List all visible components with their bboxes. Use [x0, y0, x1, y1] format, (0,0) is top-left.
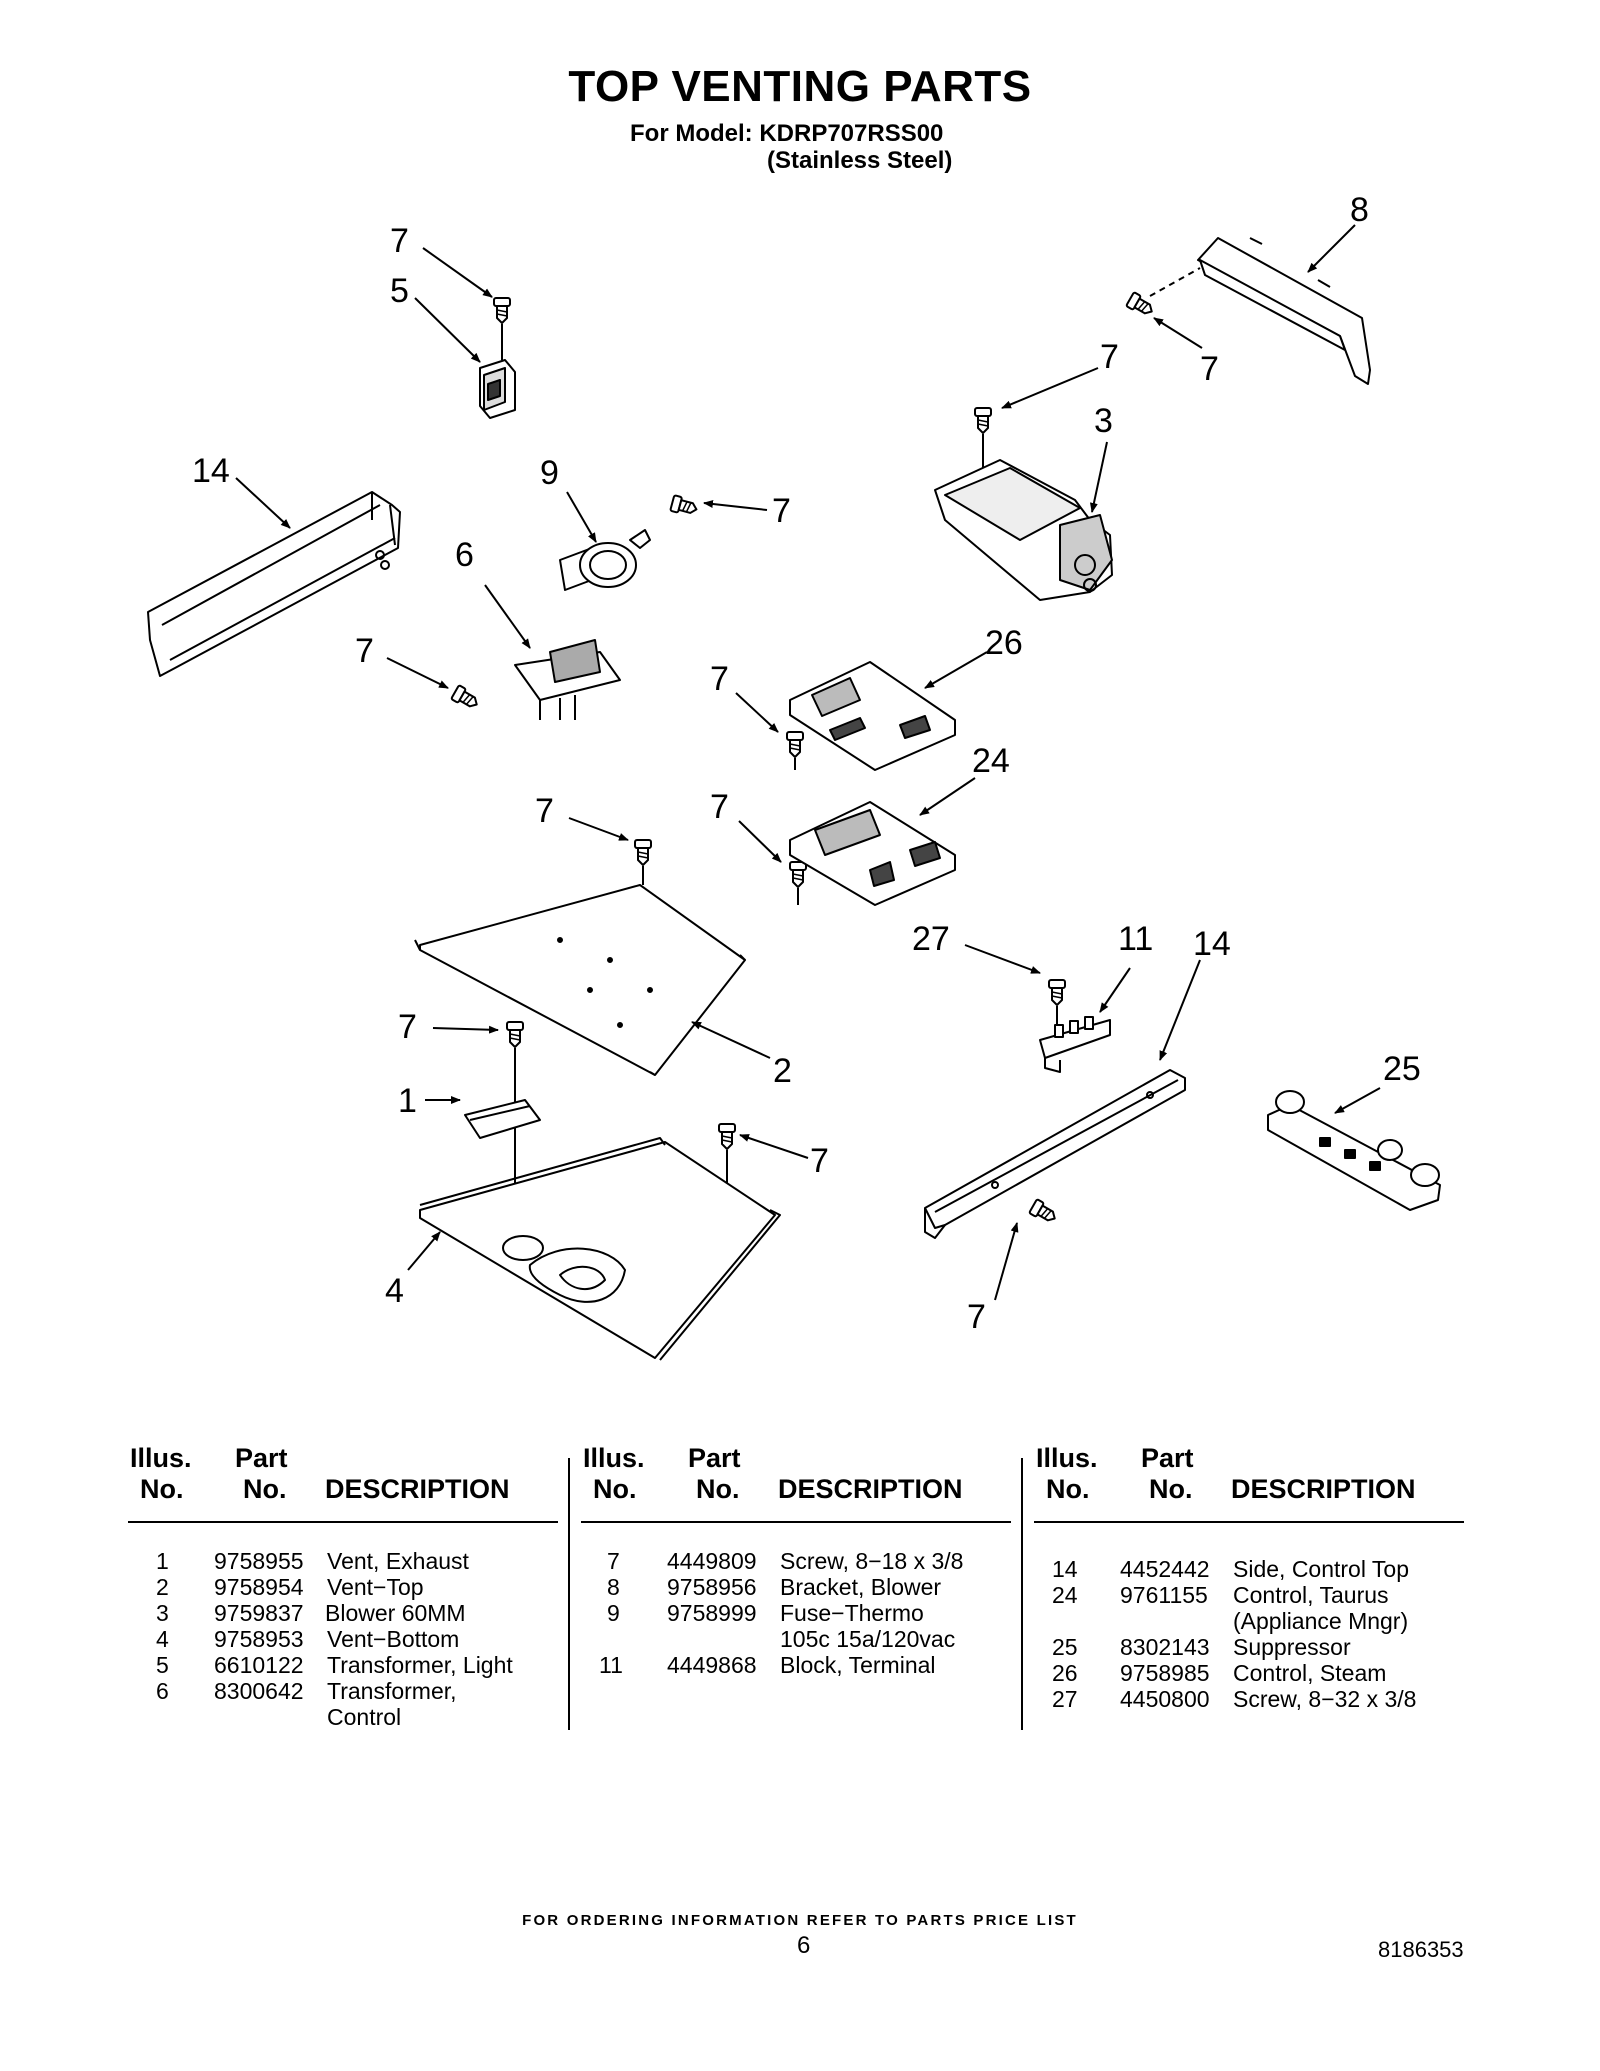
callout-label: 24 — [972, 742, 1010, 780]
callout-label: 7 — [772, 492, 791, 530]
callout-label: 2 — [773, 1052, 792, 1090]
transformer-light-part — [479, 297, 516, 419]
header-illus: Illus. No. — [583, 1443, 645, 1504]
terminal-block-part — [1039, 979, 1111, 1073]
transformer-control-part — [450, 639, 621, 720]
callout-label: 1 — [398, 1082, 417, 1120]
header-part: Part No. — [1141, 1443, 1194, 1504]
callout-label: 26 — [985, 624, 1023, 662]
callout-label: 5 — [390, 272, 409, 310]
header-description: DESCRIPTION — [1231, 1474, 1416, 1504]
blower-bracket-part — [1125, 237, 1371, 385]
blower-60mm-part — [934, 407, 1113, 601]
vent-bottom-part — [419, 1123, 781, 1361]
header-rule — [128, 1521, 558, 1523]
callout-label: 11 — [1118, 920, 1153, 958]
callout-label: 7 — [355, 632, 374, 670]
finish-line: (Stainless Steel) — [767, 147, 953, 174]
suppressor-part — [1267, 1090, 1441, 1211]
callout-label: 7 — [1100, 338, 1119, 376]
callout-arrows — [235, 224, 1381, 1301]
callout-labels: 7 5 8 7 7 14 9 7 3 6 7 26 7 24 7 7 27 11… — [192, 191, 1421, 1336]
header-part: Part No. — [235, 1443, 288, 1504]
callout-label: 7 — [398, 1008, 417, 1046]
callout-label: 25 — [1383, 1050, 1421, 1088]
page-number: 6 — [797, 1932, 811, 1959]
header-rule — [1034, 1521, 1464, 1523]
steam-control-board-part — [786, 661, 956, 771]
model-line: For Model: KDRP707RSS00 — [630, 120, 944, 147]
callout-label: 7 — [535, 792, 554, 830]
ordering-note: FOR ORDERING INFORMATION REFER TO PARTS … — [522, 1912, 1078, 1929]
callout-label: 7 — [810, 1142, 829, 1180]
callout-label: 14 — [192, 452, 230, 490]
callout-label: 3 — [1094, 402, 1113, 440]
callout-label: 7 — [967, 1298, 986, 1336]
callout-label: 7 — [710, 660, 729, 698]
header-part: Part No. — [688, 1443, 741, 1504]
page-title: TOP VENTING PARTS — [568, 62, 1032, 111]
callout-label: 7 — [710, 788, 729, 826]
callout-label: 6 — [455, 536, 474, 574]
header-description: DESCRIPTION — [325, 1474, 510, 1504]
exploded-parts-diagram: 7 5 8 7 7 14 9 7 3 6 7 26 7 24 7 7 27 11… — [147, 191, 1441, 1361]
callout-label: 14 — [1193, 925, 1231, 963]
callout-label: 9 — [540, 454, 559, 492]
vent-top-part — [414, 839, 746, 1076]
thermo-fuse-part — [559, 494, 700, 591]
header-description: DESCRIPTION — [778, 1474, 963, 1504]
document-number: 8186353 — [1378, 1937, 1464, 1962]
callout-label: 8 — [1350, 191, 1369, 229]
control-top-side-left-part — [147, 491, 401, 677]
taurus-control-board-part — [789, 801, 956, 906]
callout-label: 7 — [1200, 350, 1219, 388]
column-divider — [1021, 1458, 1023, 1730]
header-illus: Illus. No. — [130, 1443, 192, 1504]
callout-label: 7 — [390, 222, 409, 260]
callout-label: 27 — [912, 920, 950, 958]
column-divider — [568, 1458, 570, 1730]
control-top-side-right-part — [924, 1069, 1186, 1239]
header-illus: Illus. No. — [1036, 1443, 1098, 1504]
callout-label: 4 — [385, 1272, 404, 1310]
header-rule — [581, 1521, 1011, 1523]
